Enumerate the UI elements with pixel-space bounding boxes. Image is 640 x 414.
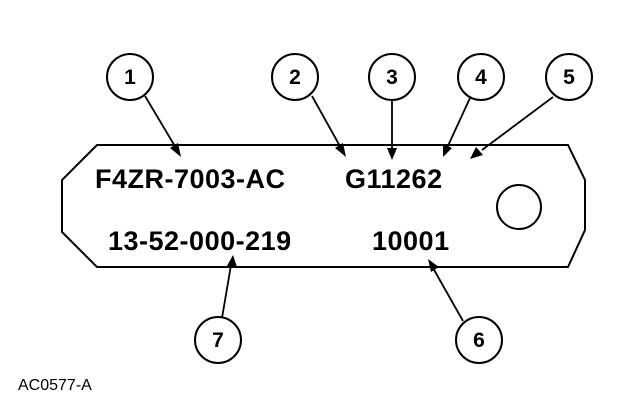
callout-2-number: 2 xyxy=(289,66,301,89)
callout-4-number: 4 xyxy=(475,66,487,89)
arrowhead-2 xyxy=(335,143,346,157)
callout-6-number: 6 xyxy=(473,329,485,352)
callout-2: 2 xyxy=(271,53,319,101)
arrowhead-6 xyxy=(428,259,439,272)
arrowhead-1 xyxy=(170,143,181,157)
part-number-text: F4ZR-7003-AC xyxy=(95,164,286,194)
figure-id-label: AC0577-A xyxy=(18,377,92,394)
callout-1-number: 1 xyxy=(124,66,136,89)
sequence-number-text: 10001 xyxy=(372,226,450,256)
callout-3: 3 xyxy=(368,53,416,101)
callout-3-number: 3 xyxy=(386,66,398,89)
serial-number-text: 13-52-000-219 xyxy=(108,226,292,256)
leader-line-5 xyxy=(481,96,554,151)
leader-line-7 xyxy=(221,264,232,319)
arrowhead-4 xyxy=(443,144,452,157)
leader-line-6 xyxy=(432,267,464,322)
callout-7-number: 7 xyxy=(212,329,224,352)
arrowhead-7 xyxy=(227,255,237,267)
leader-line-2 xyxy=(311,95,342,149)
callout-7: 7 xyxy=(194,316,242,364)
arrowhead-3 xyxy=(387,148,397,160)
leader-line-1 xyxy=(144,95,177,149)
leader-line-4 xyxy=(446,97,471,149)
callout-4: 4 xyxy=(457,53,505,101)
mounting-hole xyxy=(496,184,542,230)
callout-5-number: 5 xyxy=(563,66,575,89)
id-tag-plate xyxy=(61,144,586,268)
callout-6: 6 xyxy=(455,316,503,364)
build-code-text: G11262 xyxy=(345,164,443,194)
callout-5: 5 xyxy=(545,53,593,101)
arrowhead-5 xyxy=(470,147,483,159)
callout-1: 1 xyxy=(106,53,154,101)
